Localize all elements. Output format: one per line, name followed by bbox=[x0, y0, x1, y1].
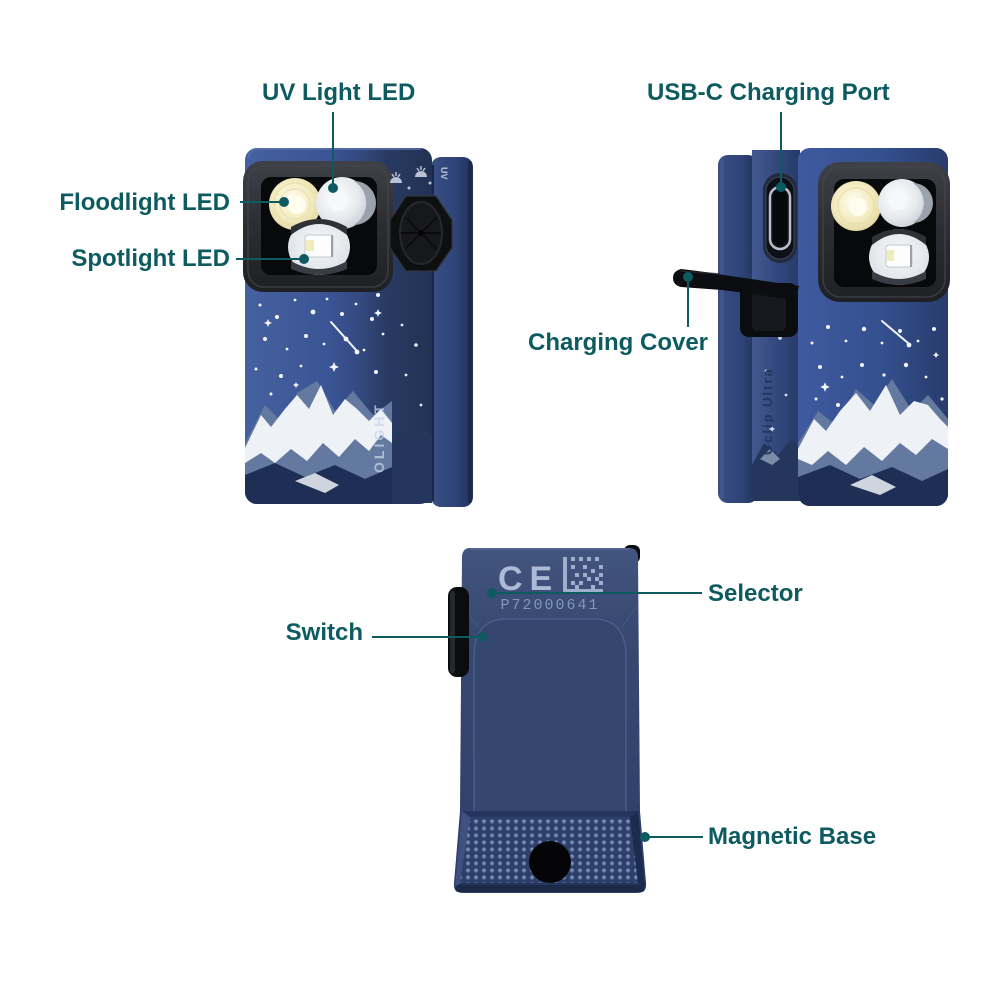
data-matrix-code bbox=[563, 557, 603, 593]
shooting-star bbox=[881, 320, 912, 348]
selector-dial bbox=[389, 195, 453, 272]
usb-c-port bbox=[763, 173, 797, 263]
callout-dot-charging-cover bbox=[683, 272, 693, 282]
callout-dot-switch bbox=[477, 632, 487, 642]
device-side-view: Oclip Ultra bbox=[673, 148, 950, 506]
spotlight-led bbox=[288, 219, 350, 275]
mode-icons: UV bbox=[390, 166, 449, 190]
callout-line-floodlight-led bbox=[240, 201, 280, 203]
lanyard-hole bbox=[529, 841, 571, 883]
floodlight-icon bbox=[390, 172, 402, 183]
clip-back-panel bbox=[473, 618, 627, 824]
dot-icon bbox=[428, 181, 432, 185]
device-back-view: CE P72000641 bbox=[448, 545, 647, 893]
floodlight-led bbox=[269, 178, 321, 230]
callout-line-magnetic-base bbox=[648, 836, 703, 838]
label-selector: Selector bbox=[708, 580, 803, 607]
floodlight-led bbox=[831, 181, 881, 231]
callout-line-spotlight-led bbox=[236, 258, 300, 260]
label-floodlight-led: Floodlight LED bbox=[59, 189, 230, 216]
dot-icon bbox=[407, 186, 411, 190]
label-uv-light-led: UV Light LED bbox=[262, 79, 416, 106]
label-spotlight-led: Spotlight LED bbox=[71, 245, 230, 272]
switch-button bbox=[448, 587, 469, 677]
model-text: Oclip Ultra bbox=[760, 367, 775, 455]
side-face-art bbox=[752, 311, 800, 501]
label-usb-c-charging-port: USB-C Charging Port bbox=[647, 79, 890, 106]
callout-dot-floodlight-led bbox=[279, 197, 289, 207]
callout-dot-usb-c-port bbox=[776, 182, 786, 192]
shooting-star bbox=[330, 321, 360, 355]
led-head bbox=[243, 161, 393, 292]
uv-light-led bbox=[878, 179, 933, 227]
serial-number: P72000641 bbox=[500, 597, 599, 614]
label-charging-cover: Charging Cover bbox=[528, 329, 709, 356]
side-panel-art bbox=[392, 323, 432, 503]
led-head bbox=[818, 162, 950, 302]
callout-line-switch bbox=[372, 636, 482, 638]
starry-mountain-artwork bbox=[245, 293, 392, 504]
callout-dot-magnetic-base bbox=[640, 832, 650, 842]
callout-line-usb-c-port bbox=[780, 112, 782, 184]
ce-mark: CE bbox=[498, 560, 559, 598]
callout-dot-spotlight-led bbox=[299, 254, 309, 264]
spotlight-icon bbox=[415, 166, 427, 177]
label-magnetic-base: Magnetic Base bbox=[708, 823, 877, 850]
callout-dot-uv-light-led bbox=[328, 183, 338, 193]
callout-dot-selector bbox=[487, 588, 497, 598]
callout-line-selector bbox=[494, 592, 702, 594]
label-switch: Switch bbox=[285, 619, 363, 646]
brand-text: OLIGHT bbox=[371, 402, 387, 473]
charging-cover bbox=[673, 269, 799, 337]
starry-mountain-artwork bbox=[798, 320, 948, 506]
spotlight-led bbox=[869, 229, 929, 285]
callout-line-uv-light-led bbox=[332, 112, 334, 186]
uv-icon: UV bbox=[439, 167, 449, 180]
magnetic-base bbox=[455, 811, 645, 892]
callout-line-charging-cover bbox=[687, 282, 689, 327]
